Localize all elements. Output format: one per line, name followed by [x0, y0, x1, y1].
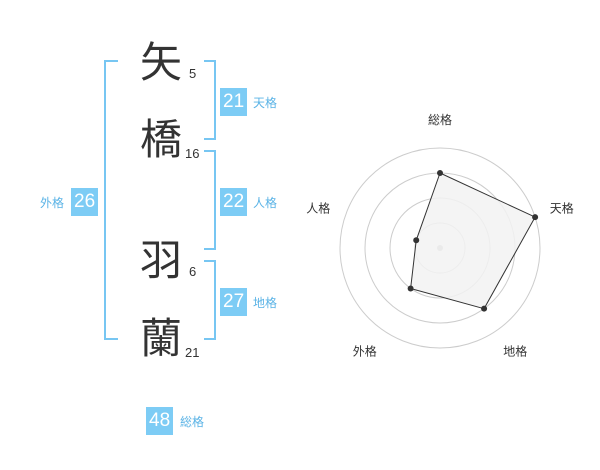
stroke-count-4: 21	[185, 345, 200, 360]
soukaku-label: 総格	[180, 415, 205, 429]
name-char-1: 矢	[140, 38, 183, 87]
tenkaku-bracket	[204, 60, 216, 140]
name-char-2: 橋	[140, 115, 183, 164]
jinkaku-label: 人格	[253, 196, 278, 210]
radar-point-3	[481, 305, 488, 312]
radar-axis-label-5: 人格	[306, 200, 330, 215]
name-char-4: 蘭	[140, 314, 183, 363]
chikaku-bracket	[204, 260, 216, 340]
gaikaku-value-badge: 26	[71, 188, 99, 216]
soukaku-value-badge: 48	[146, 407, 174, 435]
radar-data-polygon	[410, 172, 536, 310]
tenkaku-value-badge: 21	[220, 88, 248, 116]
radar-point-5	[413, 237, 420, 244]
tenkaku-label: 天格	[253, 96, 278, 110]
radar-axis-label-3: 地格	[503, 344, 527, 359]
name-char-3: 羽	[140, 236, 183, 285]
radar-ring-4	[339, 147, 541, 349]
radar-axis-label-1: 総格	[428, 112, 452, 127]
gaikaku-bracket	[104, 60, 118, 340]
gaikaku-label: 外格	[40, 196, 65, 210]
radar-point-2	[532, 214, 539, 221]
chikaku-label: 地格	[253, 296, 278, 310]
stroke-count-3: 6	[189, 264, 197, 279]
stroke-count-1: 5	[189, 66, 197, 81]
radar-axis-label-2: 天格	[550, 200, 574, 215]
jinkaku-bracket	[204, 150, 216, 250]
name-analysis-panel: 矢 5 橋 16 羽 6 蘭 21 21 天格 22 人格 27 地格 外格 2…	[40, 38, 278, 435]
radar-point-1	[437, 170, 443, 176]
radar-point-4	[407, 285, 414, 292]
radar-axis-label-4: 外格	[353, 344, 377, 359]
chikaku-value-badge: 27	[220, 288, 248, 316]
jinkaku-value-badge: 22	[220, 188, 248, 216]
stroke-count-2: 16	[185, 146, 200, 161]
